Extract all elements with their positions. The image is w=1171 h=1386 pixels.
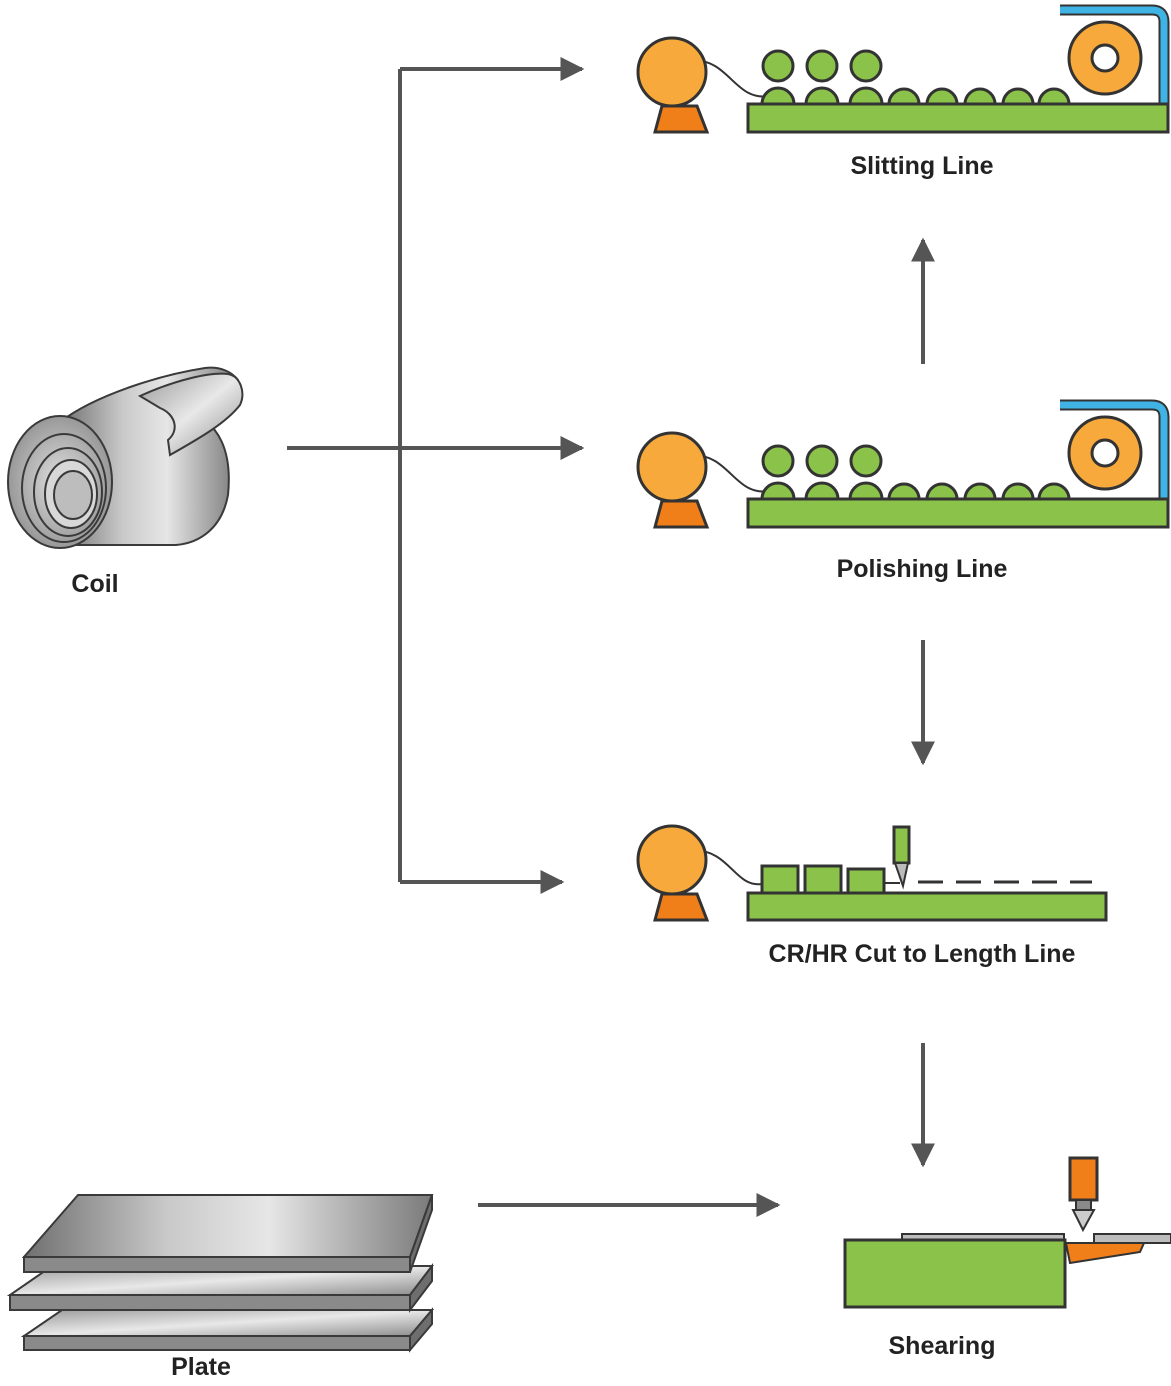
- plate-label: Plate: [171, 1353, 231, 1381]
- polishing-line-illustration: [636, 399, 1170, 529]
- shearing-illustration: [843, 1156, 1171, 1309]
- coil-label: Coil: [71, 570, 119, 598]
- plate-illustration: [6, 1194, 435, 1353]
- coil-illustration: [7, 366, 244, 549]
- polishing-line-label: Polishing Line: [836, 555, 1008, 583]
- shearing-label: Shearing: [888, 1332, 996, 1360]
- slitting-line-illustration: [636, 4, 1170, 134]
- connectors: [287, 57, 935, 1217]
- ctl-line-illustration: [636, 824, 1108, 922]
- slitting-line-label: Slitting Line: [850, 152, 994, 180]
- ctl-line-label: CR/HR Cut to Length Line: [768, 940, 1076, 968]
